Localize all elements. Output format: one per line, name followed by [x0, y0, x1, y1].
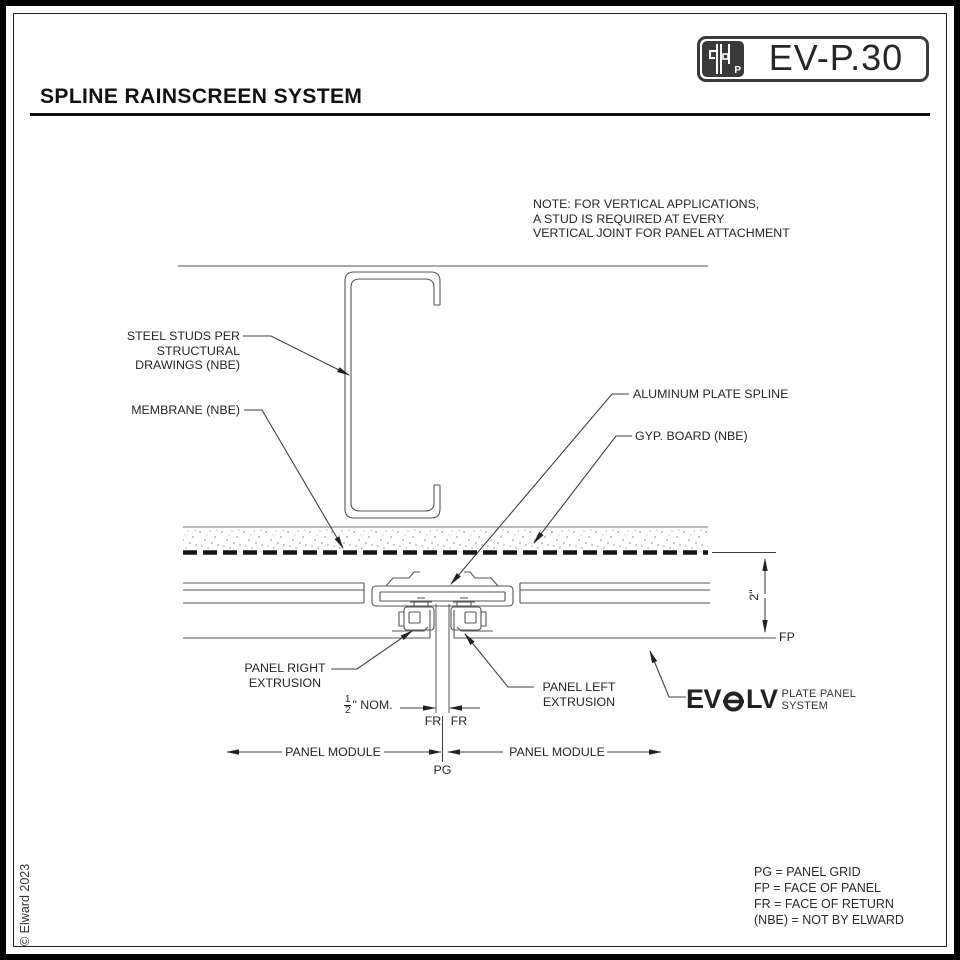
legend-fr: FR = FACE OF RETURN [754, 896, 894, 911]
dim-panel-module-left: PANEL MODULE [285, 745, 381, 759]
copyright-text: © Elward 2023 [18, 863, 32, 946]
callout-steel-studs: STEEL STUDS PER STRUCTURAL DRAWINGS (NBE… [126, 329, 240, 373]
dim-fr-right: FR [450, 714, 468, 728]
callout-aluminum-spline: ALUMINUM PLATE SPLINE [633, 387, 789, 401]
leader-aluminum-spline [450, 393, 629, 585]
title-underline [30, 113, 930, 116]
spline-joint-detail [371, 571, 514, 713]
callout-panel-left-extrusion: PANEL LEFT EXTRUSION [542, 680, 616, 709]
abbreviation-legend: PG = PANEL GRID FP = FACE OF PANEL FR = … [754, 865, 904, 929]
panel-left-assembly [183, 582, 431, 639]
legend-nbe: (NBE) = NOT BY ELWARD [754, 912, 904, 927]
leader-steel-studs [243, 335, 350, 376]
dim-2-inch: 2" [747, 589, 761, 601]
dimension-lines [225, 552, 776, 762]
panel-right-assembly [453, 582, 776, 639]
evolv-lv: LV [746, 684, 778, 714]
inner-frame [13, 13, 947, 947]
vertical-application-note: NOTE: FOR VERTICAL APPLICATIONS, A STUD … [533, 197, 790, 241]
evolv-brand: EV LV PLATE PANEL SYSTEM [686, 684, 856, 715]
callout-gyp-board: GYP. BOARD (NBE) [635, 429, 748, 443]
legend-fp: FP = FACE OF PANEL [754, 880, 882, 895]
logo-letter: P [734, 65, 741, 76]
elward-panel-logo-icon: P [702, 41, 744, 77]
dim-fr-left: FR [424, 714, 442, 728]
leader-panel-right-extrusion [331, 630, 413, 670]
gyp-board-layer [183, 526, 708, 552]
dim-fp: FP [779, 630, 795, 644]
legend-pg: PG = PANEL GRID [754, 865, 861, 879]
sheet-code-badge: P EV-P.30 [697, 36, 929, 82]
evolv-ev: EV [686, 684, 722, 714]
callout-panel-right-extrusion: PANEL RIGHT EXTRUSION [244, 661, 326, 690]
dim-panel-module-right: PANEL MODULE [509, 745, 605, 759]
dim-pg: PG [433, 763, 452, 777]
page-title: SPLINE RAINSCREEN SYSTEM [40, 85, 363, 108]
leader-evolv-panel [649, 649, 686, 698]
evolv-tagline: PLATE PANEL SYSTEM [781, 688, 857, 712]
leader-lines [243, 335, 686, 698]
steel-stud [178, 265, 708, 519]
sheet-code: EV-P.30 [768, 37, 904, 78]
leader-membrane [244, 409, 344, 549]
callout-membrane: MEMBRANE (NBE) [131, 403, 240, 417]
leader-gyp-board [533, 435, 632, 544]
evolv-o-icon [723, 691, 745, 711]
leader-panel-left-extrusion [464, 633, 534, 688]
